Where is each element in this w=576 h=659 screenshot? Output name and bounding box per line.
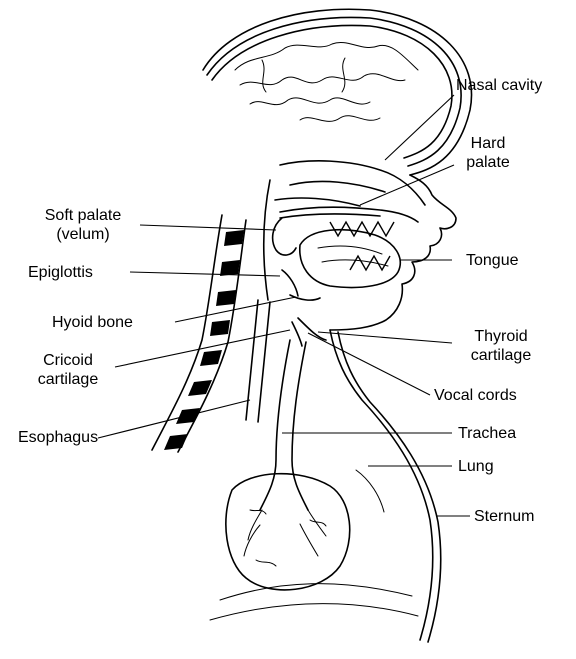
chest-wall	[210, 330, 441, 642]
label-soft-palate-line2: (velum)	[28, 225, 138, 244]
hard-palate	[280, 207, 418, 222]
label-thyroid-cartilage: Thyroid cartilage	[456, 327, 546, 365]
leader-epiglottis	[130, 272, 280, 276]
leader-thyroid-cartilage	[318, 332, 452, 343]
soft-palate	[273, 218, 296, 255]
label-epiglottis: Epiglottis	[28, 263, 93, 282]
label-hard-palate: Hard palate	[456, 134, 520, 172]
label-tongue: Tongue	[466, 251, 519, 270]
leader-hard-palate	[360, 165, 454, 205]
label-thyroid-line2: cartilage	[456, 346, 546, 365]
leader-soft-palate	[140, 225, 276, 230]
label-trachea: Trachea	[458, 424, 516, 443]
trachea-tube	[244, 340, 326, 556]
lung-lobe	[226, 474, 350, 590]
spine	[152, 215, 246, 452]
leader-vocal-cords	[308, 333, 430, 395]
label-cricoid-line2: cartilage	[28, 370, 108, 389]
label-hyoid-bone: Hyoid bone	[52, 313, 133, 332]
label-soft-palate-line1: Soft palate	[28, 206, 138, 225]
label-esophagus: Esophagus	[18, 428, 98, 447]
label-hard-palate-line2: palate	[456, 153, 520, 172]
label-lung: Lung	[458, 457, 494, 476]
cranium-outline	[203, 9, 472, 175]
brain-convolutions	[235, 42, 418, 121]
face-profile	[330, 175, 456, 330]
esophagus-tube	[246, 300, 270, 422]
label-vocal-cords: Vocal cords	[434, 386, 517, 405]
label-nasal-cavity: Nasal cavity	[456, 76, 542, 95]
label-hard-palate-line1: Hard	[456, 134, 520, 153]
leader-lines	[98, 95, 470, 516]
label-sternum: Sternum	[474, 507, 534, 526]
label-cricoid-line1: Cricoid	[28, 351, 108, 370]
larynx	[290, 295, 326, 346]
label-soft-palate: Soft palate (velum)	[28, 206, 138, 244]
label-cricoid-cartilage: Cricoid cartilage	[28, 351, 108, 389]
nasal-cavity	[275, 161, 425, 206]
label-thyroid-line1: Thyroid	[456, 327, 546, 346]
